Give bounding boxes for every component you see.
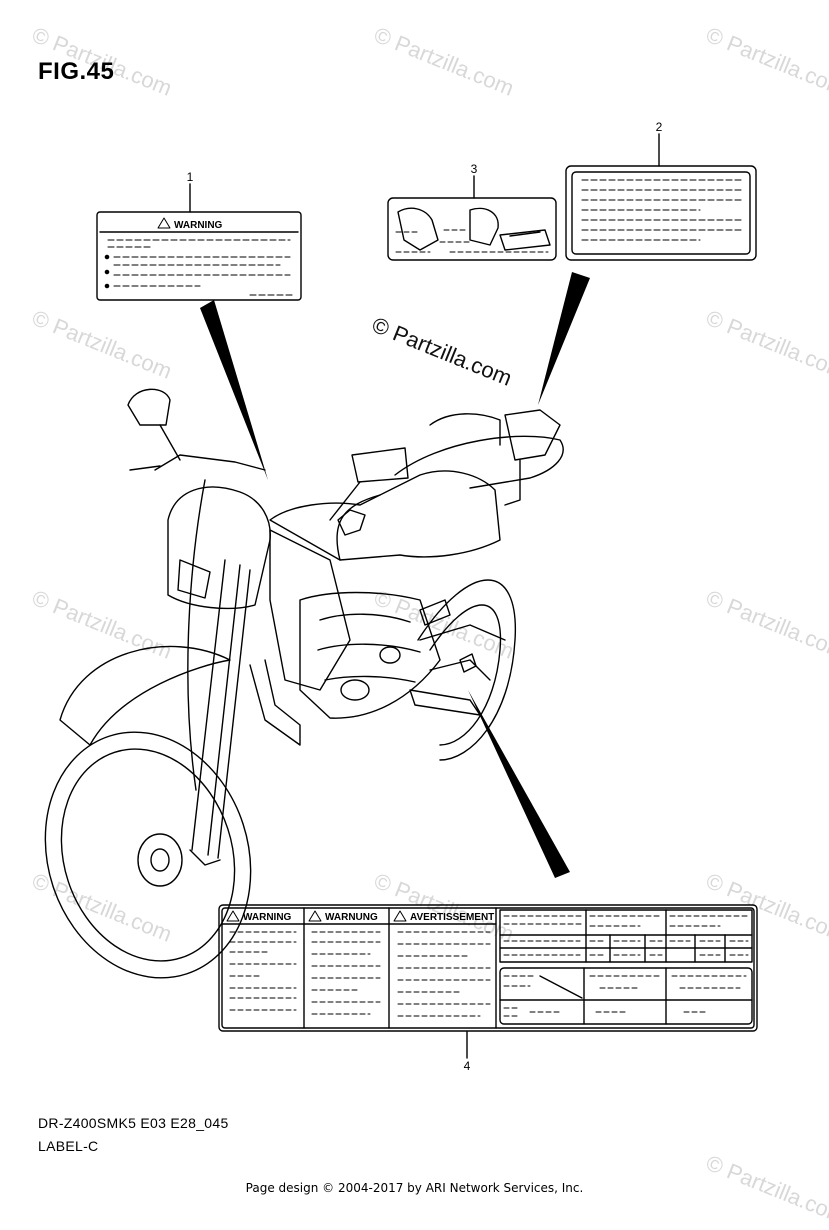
callout-leaders [189,133,660,1059]
callout-number-2: 2 [656,120,663,134]
figure-code: DR-Z400SMK5 E03 E28_045 [38,1115,229,1131]
label-1-warning [96,211,302,301]
leader-wedges [200,272,590,878]
motorcycle-illustration [44,388,564,979]
callout-number-3: 3 [471,162,478,176]
label-4-heading-en: WARNING [243,912,292,923]
label-4-heading-de: WARNUNG [325,912,378,923]
label-1-heading: WARNING [174,220,223,231]
parts-diagram: 1 2 3 4 WARNING WARNING WARNUNG AVERTISS… [44,120,758,1073]
figure-subtitle: LABEL-C [38,1138,99,1154]
figure-title: FIG.45 [38,58,115,85]
label-4-multilingual [218,904,758,1032]
page-footer: Page design © 2004-2017 by ARI Network S… [245,1181,584,1195]
callout-number-1: 1 [187,170,194,184]
label-3-tire-pressure [387,197,557,261]
label-4-heading-fr: AVERTISSEMENT [410,912,494,923]
label-2 [565,165,757,261]
callout-number-4: 4 [464,1059,471,1073]
